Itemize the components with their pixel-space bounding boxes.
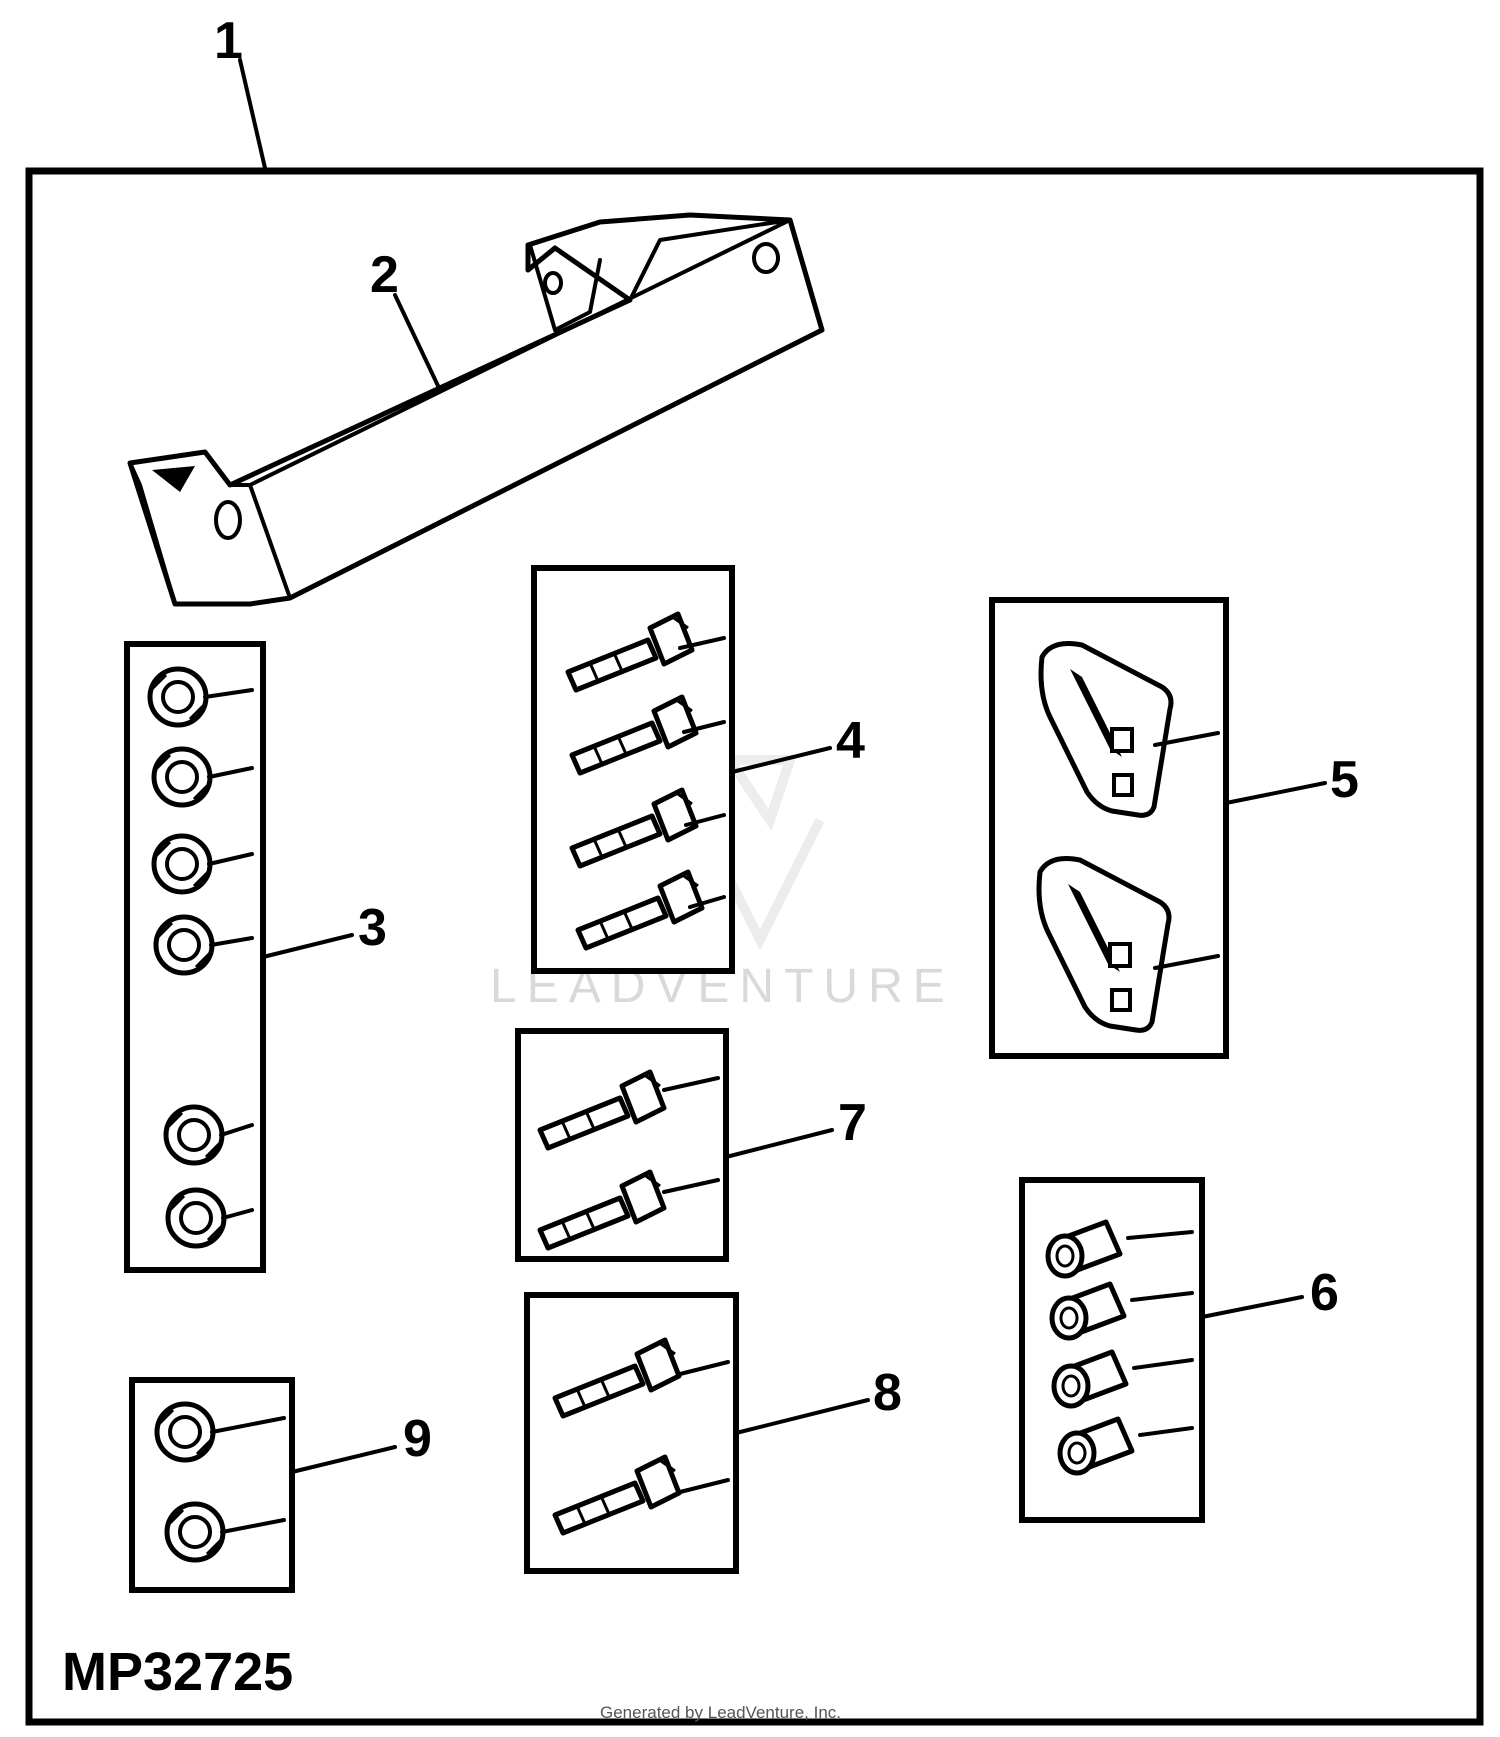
callout-4: 4 — [836, 712, 865, 770]
bracket-part-2 — [127, 212, 825, 607]
callout-1: 1 — [214, 12, 243, 70]
bolts-part-4 — [568, 614, 726, 948]
callout-7: 7 — [838, 1094, 867, 1152]
nuts-part-9 — [157, 1404, 286, 1560]
bolts-part-8 — [555, 1340, 730, 1533]
callout-8: 8 — [873, 1364, 902, 1422]
plates-part-5 — [1039, 644, 1220, 1031]
callout-3: 3 — [358, 899, 387, 957]
nut-box-9 — [129, 1377, 295, 1593]
callout-6: 6 — [1310, 1264, 1339, 1322]
bolt-box-8 — [524, 1292, 739, 1574]
figure-id: MP32725 — [62, 1642, 293, 1702]
sleeves-part-6 — [1048, 1222, 1194, 1473]
leader-lines — [238, 58, 1327, 1474]
credit-text: Generated by LeadVenture, Inc. — [600, 1703, 841, 1722]
nuts-part-3 — [150, 669, 254, 1246]
callout-9: 9 — [403, 1410, 432, 1468]
bolts-part-7 — [540, 1072, 720, 1248]
callout-5: 5 — [1330, 751, 1359, 809]
callout-2: 2 — [370, 246, 399, 304]
